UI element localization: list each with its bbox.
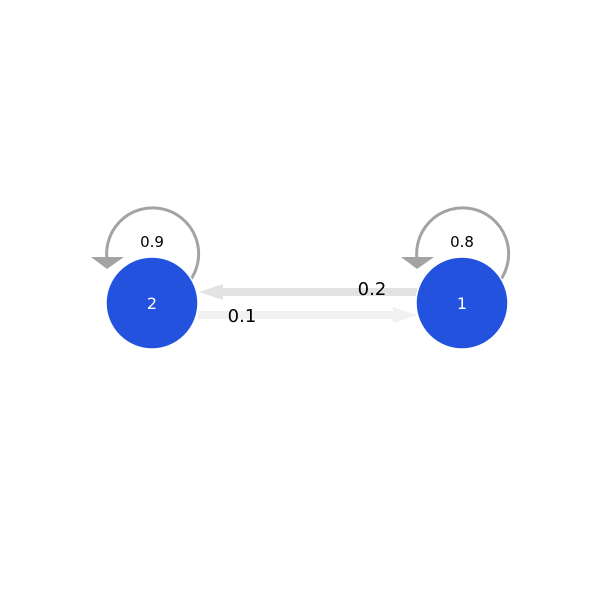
edge-1-to-2-weight-label: 0.2 <box>358 279 387 300</box>
node-2-label: 2 <box>147 294 157 313</box>
node-1-label: 1 <box>457 294 467 313</box>
node-1-group: 1 0.8 <box>401 206 511 350</box>
edge-2-to-1: 0.1 <box>198 306 417 327</box>
edge-1-to-2-shaft <box>222 288 418 296</box>
node-1[interactable] <box>415 256 509 350</box>
edge-2-to-1-shaft <box>198 311 394 319</box>
node-2-group: 2 0.9 <box>91 206 201 350</box>
node-1-self-loop <box>415 206 511 283</box>
node-1-self-loop-weight: 0.8 <box>450 233 474 251</box>
node-1-self-loop-arrowhead <box>401 257 434 269</box>
edge-1-to-2: 0.2 <box>199 279 418 300</box>
node-2-self-loop-arrowhead <box>91 257 124 269</box>
node-2-self-loop <box>105 206 201 283</box>
edge-2-to-1-arrowhead <box>393 307 417 323</box>
edge-1-to-2-arrowhead <box>199 284 223 300</box>
node-2-self-loop-weight: 0.9 <box>140 233 164 251</box>
edge-2-to-1-weight-label: 0.1 <box>228 306 257 327</box>
node-2[interactable] <box>105 256 199 350</box>
